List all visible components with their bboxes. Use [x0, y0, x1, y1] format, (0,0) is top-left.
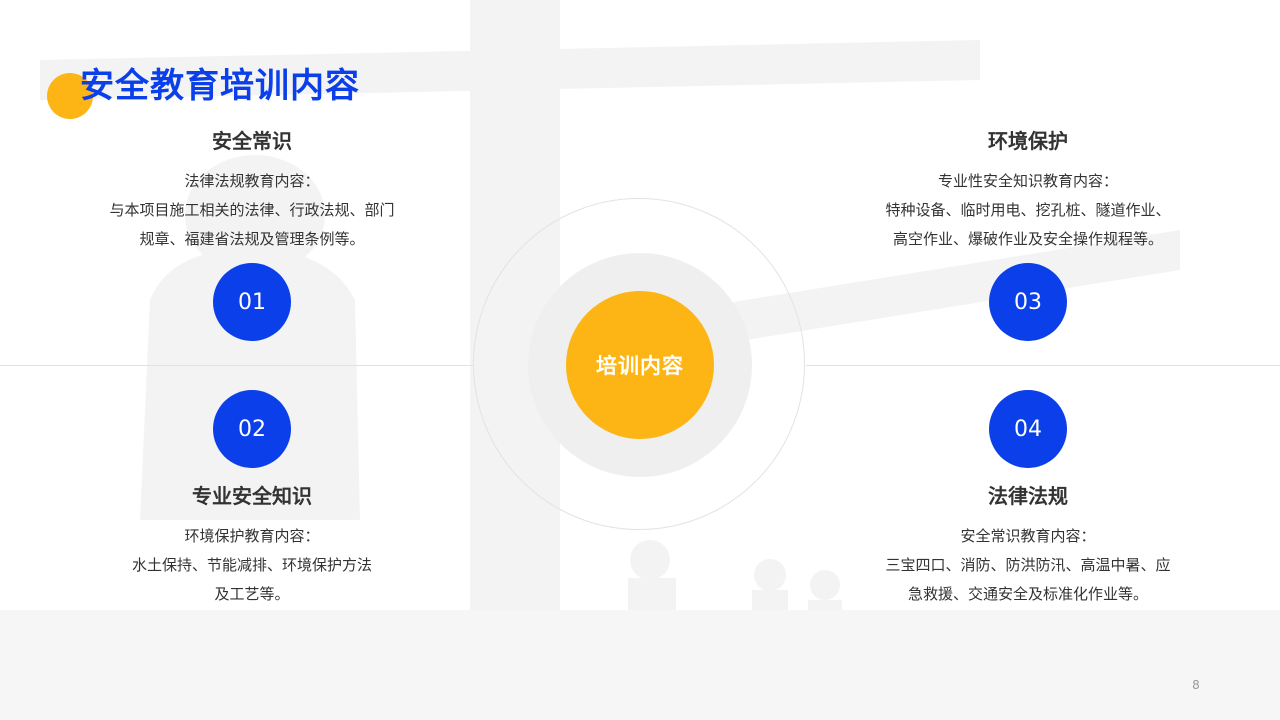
card-line: 高空作业、爆破作业及安全操作规程等。 [892, 230, 1163, 248]
page-number: 8 [1192, 678, 1200, 692]
number-badge-04: 04 [989, 390, 1067, 468]
outer-ring [473, 198, 805, 530]
card-line: 法律法规教育内容： [184, 172, 320, 190]
card-line: 与本项目施工相关的法律、行政法规、部门 [109, 201, 395, 219]
card-03: 环境保护 专业性安全知识教育内容： 特种设备、临时用电、挖孔桩、隧道作业、 高空… [858, 127, 1198, 254]
card-title: 法律法规 [988, 484, 1068, 508]
card-body: 专业性安全知识教育内容： 特种设备、临时用电、挖孔桩、隧道作业、 高空作业、爆破… [858, 167, 1198, 254]
card-line: 三宝四口、消防、防洪防汛、高温中暑、应 [885, 556, 1171, 574]
divider-line-left [0, 365, 474, 366]
number-label: 03 [1014, 289, 1042, 315]
card-title: 安全常识 [212, 129, 292, 153]
card-04: 法律法规 安全常识教育内容： 三宝四口、消防、防洪防汛、高温中暑、应 急救援、交… [858, 482, 1198, 609]
card-line: 及工艺等。 [214, 585, 290, 603]
number-badge-03: 03 [989, 263, 1067, 341]
card-01: 安全常识 法律法规教育内容： 与本项目施工相关的法律、行政法规、部门 规章、福建… [82, 127, 422, 254]
title-accent-dot [47, 73, 93, 119]
card-line: 急救援、交通安全及标准化作业等。 [907, 585, 1148, 603]
number-badge-01: 01 [213, 263, 291, 341]
card-body: 安全常识教育内容： 三宝四口、消防、防洪防汛、高温中暑、应 急救援、交通安全及标… [858, 522, 1198, 609]
card-title: 专业安全知识 [192, 484, 312, 508]
center-circle: 培训内容 [566, 291, 714, 439]
card-02: 专业安全知识 环境保护教育内容： 水土保持、节能减排、环境保护方法 及工艺等。 [82, 482, 422, 609]
number-label: 01 [238, 289, 266, 315]
number-label: 04 [1014, 416, 1042, 442]
slide-title: 安全教育培训内容 [80, 66, 360, 106]
card-line: 特种设备、临时用电、挖孔桩、隧道作业、 [885, 201, 1171, 219]
card-line: 专业性安全知识教育内容： [937, 172, 1118, 190]
card-line: 安全常识教育内容： [960, 527, 1096, 545]
card-line: 环境保护教育内容： [184, 527, 320, 545]
card-line: 水土保持、节能减排、环境保护方法 [131, 556, 372, 574]
card-body: 法律法规教育内容： 与本项目施工相关的法律、行政法规、部门 规章、福建省法规及管… [82, 167, 422, 254]
card-line: 规章、福建省法规及管理条例等。 [139, 230, 365, 248]
card-title: 环境保护 [988, 129, 1068, 153]
center-label: 培训内容 [596, 354, 684, 378]
divider-line-right [806, 365, 1280, 366]
number-badge-02: 02 [213, 390, 291, 468]
card-body: 环境保护教育内容： 水土保持、节能减排、环境保护方法 及工艺等。 [82, 522, 422, 609]
number-label: 02 [238, 416, 266, 442]
